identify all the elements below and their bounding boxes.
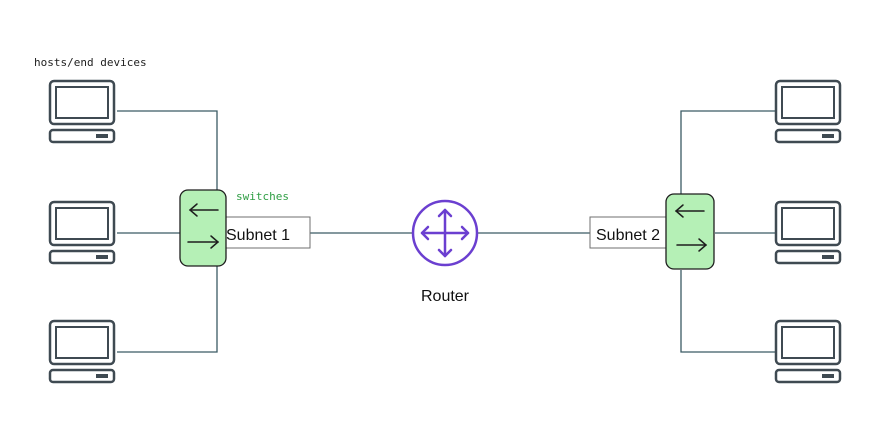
arrow-right-icon	[187, 235, 220, 249]
subnet-2-label: Subnet 2	[596, 227, 660, 244]
subnet-1-box: Subnet 1	[221, 216, 311, 249]
connections	[117, 110, 775, 353]
switch-left	[179, 189, 227, 267]
switch-right	[665, 193, 715, 270]
subnet-2-box: Subnet 2	[589, 216, 671, 249]
hosts-annotation: hosts/end devices	[34, 56, 147, 69]
link-host-right-1	[680, 110, 775, 195]
link-host-left-3	[117, 266, 218, 353]
computer-icon	[774, 200, 842, 265]
switches-annotation: switches	[236, 190, 289, 203]
computer-icon	[774, 319, 842, 384]
subnet-1-label: Subnet 1	[226, 227, 290, 244]
link-host-left-1	[117, 110, 218, 192]
arrow-right-icon	[676, 238, 708, 252]
computer-icon	[48, 200, 116, 265]
link-host-right-3	[680, 270, 775, 353]
arrow-left-icon	[188, 203, 219, 217]
computer-icon	[774, 79, 842, 144]
computer-icon	[48, 79, 116, 144]
computer-icon	[48, 319, 116, 384]
router-icon	[411, 199, 479, 267]
arrow-left-icon	[674, 204, 705, 218]
router-label: Router	[421, 288, 470, 305]
